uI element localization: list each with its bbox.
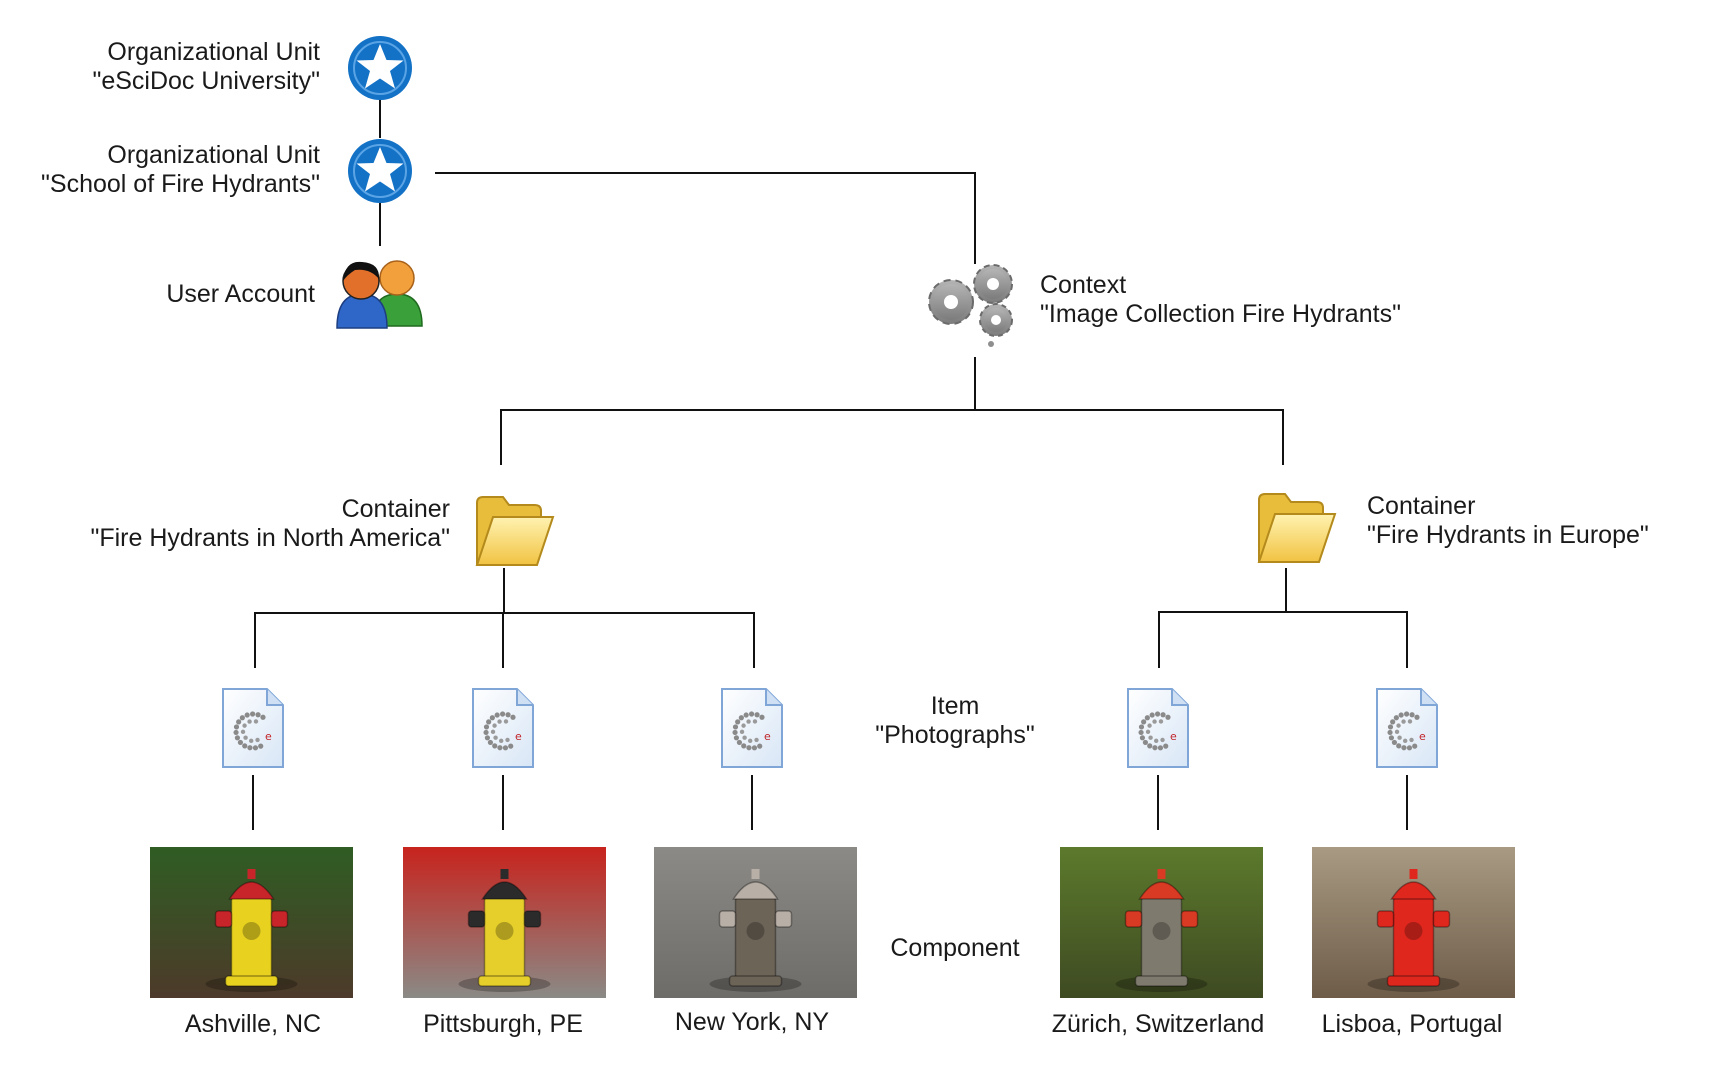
component-photo [403, 847, 606, 998]
org-unit-1-type: Organizational Unit [107, 38, 320, 66]
svg-text:e: e [265, 730, 272, 743]
component-photo [1312, 847, 1515, 998]
connector-ou2-context [435, 172, 976, 264]
component-photos [150, 847, 1515, 998]
connector-eu-items [1158, 611, 1408, 668]
svg-text:e: e [1419, 730, 1426, 743]
users-icon [336, 260, 423, 329]
folder-icon [1257, 493, 1337, 563]
document-icon: e [721, 688, 783, 768]
connectors [252, 96, 1408, 830]
org-unit-2-name: "School of Fire Hydrants" [41, 170, 320, 198]
org-unit-1-label: Organizational Unit "eSciDoc University" [92, 38, 320, 96]
context-type: Context [1040, 271, 1127, 299]
fire-hydrant-icon [718, 869, 793, 987]
org-unit-1-name: "eSciDoc University" [92, 67, 320, 95]
container-eu-name: "Fire Hydrants in Europe" [1367, 521, 1649, 549]
org-unit-2-type: Organizational Unit [107, 141, 320, 169]
component-label: Component [890, 934, 1020, 962]
document-icon: e [222, 688, 284, 768]
item-name: "Photographs" [875, 721, 1035, 749]
component-caption: New York, NY [674, 1008, 830, 1036]
fire-hydrant-icon [214, 869, 289, 987]
component-caption: Pittsburgh, PE [423, 1010, 583, 1038]
document-icon: e [1376, 688, 1438, 768]
container-na-name: "Fire Hydrants in North America" [90, 524, 450, 552]
document-icon: e [472, 688, 534, 768]
svg-text:e: e [1170, 730, 1177, 743]
star-badge-icon [348, 139, 412, 203]
fire-hydrant-icon [1376, 869, 1451, 987]
component-caption: Lisboa, Portugal [1321, 1010, 1503, 1038]
component-photo [150, 847, 353, 998]
item-label: Item "Photographs" [855, 692, 1055, 750]
connector-context-containers [500, 409, 1284, 465]
container-eu-label: Container "Fire Hydrants in Europe" [1367, 492, 1649, 550]
fire-hydrant-icon [1124, 869, 1199, 987]
gears-icon [928, 264, 1013, 347]
context-label: Context "Image Collection Fire Hydrants" [1040, 271, 1401, 329]
item-type: Item [930, 692, 980, 720]
container-na-label: Container "Fire Hydrants in North Americ… [90, 495, 450, 553]
star-badge-icon [348, 36, 412, 100]
container-na-type: Container [341, 495, 450, 523]
connector-na-items [254, 612, 755, 668]
component-caption: Ashville, NC [184, 1010, 322, 1038]
svg-text:e: e [515, 730, 522, 743]
component-photo [654, 847, 857, 998]
context-name: "Image Collection Fire Hydrants" [1040, 300, 1401, 328]
svg-text:e: e [764, 730, 771, 743]
component-photo [1060, 847, 1263, 998]
document-icon: e [1127, 688, 1189, 768]
org-unit-2-label: Organizational Unit "School of Fire Hydr… [41, 141, 320, 199]
folder-icon [475, 496, 555, 566]
fire-hydrant-icon [467, 869, 542, 987]
container-eu-type: Container [1367, 492, 1476, 520]
component-caption: Zürich, Switzerland [1051, 1010, 1265, 1038]
user-account-label: User Account [166, 280, 315, 308]
